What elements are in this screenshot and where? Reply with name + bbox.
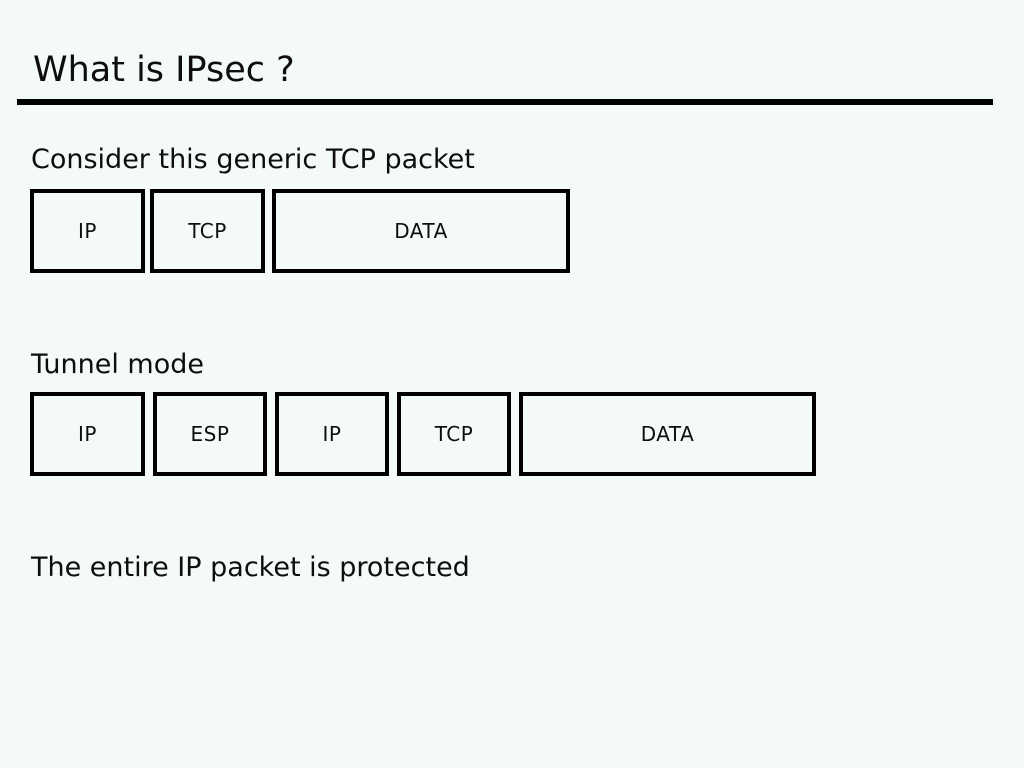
packet-field-tcp: TCP [397, 392, 511, 476]
packet-field-label: TCP [434, 422, 474, 446]
page-title: What is IPsec ? [33, 50, 295, 90]
packet-field-data: DATA [519, 392, 816, 476]
caption-tunnel-mode: Tunnel mode [31, 349, 204, 380]
packet-field-label: DATA [394, 219, 448, 243]
tunnel-mode-packet-diagram: IP ESP IP TCP DATA [0, 392, 1024, 476]
packet-field-label: DATA [640, 422, 695, 446]
packet-field-ip: IP [30, 189, 145, 273]
packet-field-outer-ip: IP [30, 392, 145, 476]
packet-field-label: TCP [188, 219, 227, 243]
title-underline-rule [17, 99, 993, 105]
packet-field-tcp: TCP [150, 189, 265, 273]
caption-protection-note: The entire IP packet is protected [31, 552, 470, 583]
packet-field-inner-ip: IP [275, 392, 389, 476]
caption-generic-packet: Consider this generic TCP packet [31, 144, 475, 175]
generic-packet-diagram: IP TCP DATA [0, 189, 1024, 273]
packet-field-label: IP [78, 219, 97, 243]
packet-field-label: IP [78, 422, 97, 446]
packet-field-label: ESP [190, 422, 230, 446]
packet-field-data: DATA [272, 189, 570, 273]
packet-field-esp: ESP [153, 392, 267, 476]
packet-field-label: IP [322, 422, 342, 446]
